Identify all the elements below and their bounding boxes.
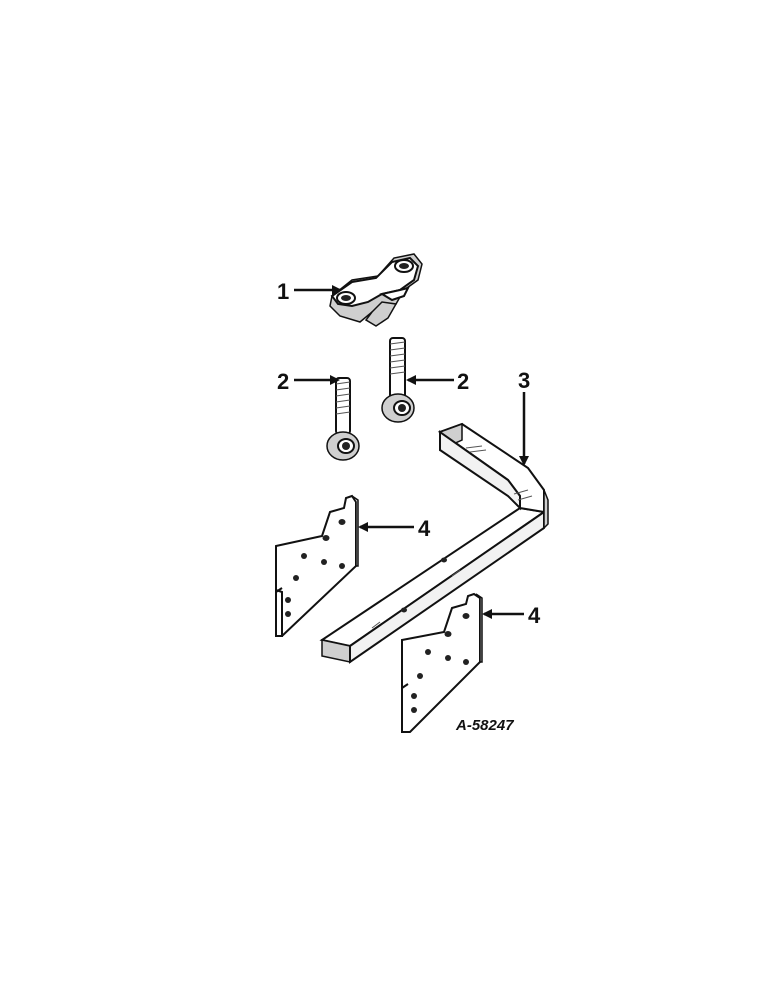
part-1-bracket	[329, 253, 423, 327]
part-3-l-bar	[319, 422, 549, 664]
part-2-eye-bolt-left	[326, 377, 360, 461]
callout-label-1: 1	[277, 279, 289, 304]
part-4-plate-left	[275, 494, 359, 637]
figure-id-label: A-58247	[455, 717, 514, 734]
callout-label-2-right: 2	[457, 369, 469, 394]
callout-label-4-right: 4	[528, 603, 541, 628]
part-2-eye-bolt-right	[381, 337, 415, 423]
callout-label-2-left: 2	[277, 369, 289, 394]
callout-label-3: 3	[518, 368, 530, 393]
part-4-plate-right	[401, 592, 483, 733]
callout-label-4-left: 4	[418, 516, 431, 541]
